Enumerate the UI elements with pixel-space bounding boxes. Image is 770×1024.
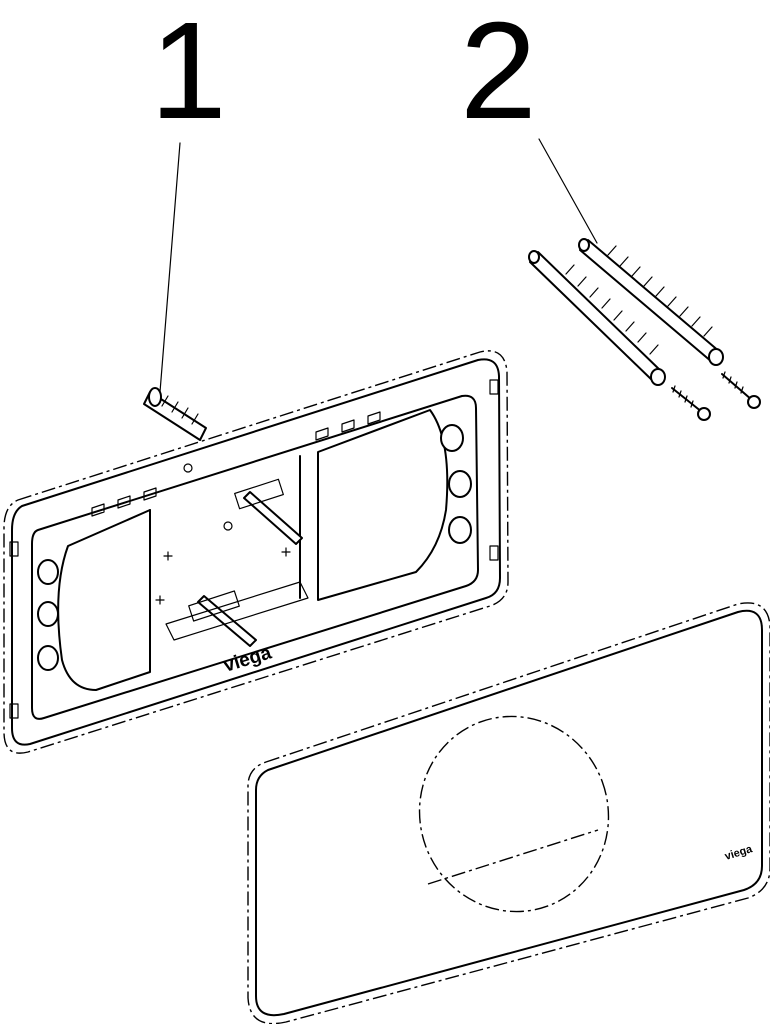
leader-line-2 (538, 138, 598, 244)
screw-right (721, 371, 761, 409)
leader-line-1 (159, 142, 181, 393)
anchor-rod-upper (578, 238, 724, 366)
frame-brand-label: viega (221, 642, 274, 676)
screw-left (671, 385, 711, 421)
cover-plate-brand-label: viega (723, 843, 754, 863)
cover-plate (247, 602, 770, 1024)
callout-number-2: 2 (460, 0, 537, 148)
wall-plug-1 (143, 387, 207, 441)
callout-number-1: 1 (150, 0, 227, 148)
anchor-rod-lower (528, 250, 666, 386)
mounting-frame (3, 350, 509, 754)
